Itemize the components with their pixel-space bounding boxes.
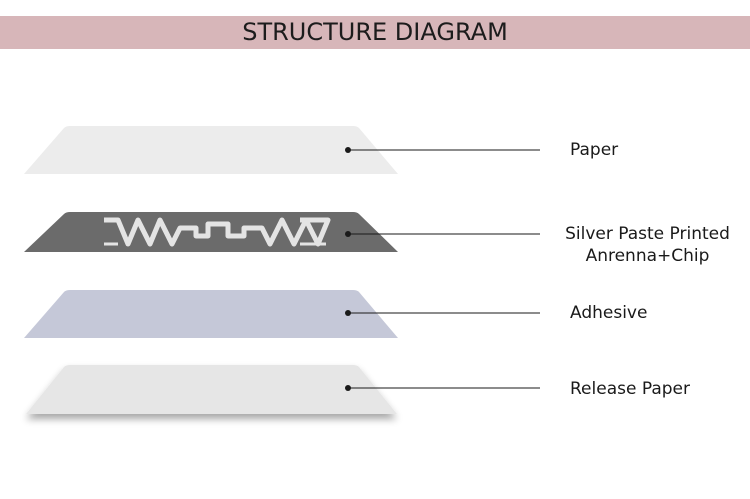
- adhesive-layer: [24, 290, 398, 338]
- diagram-title: STRUCTURE DIAGRAM: [242, 18, 508, 46]
- label-release-paper-text: Release Paper: [570, 379, 690, 399]
- chip-icon: [206, 221, 218, 227]
- label-antenna-line2: Anrenna+Chip: [585, 246, 710, 266]
- label-antenna: Silver Paste Printed Anrenna+Chip: [565, 223, 730, 267]
- release-paper-layer: [26, 365, 397, 414]
- leader-adhesive: [345, 310, 540, 316]
- label-adhesive-text: Adhesive: [570, 303, 648, 323]
- leader-antenna: [345, 231, 540, 237]
- label-adhesive: Adhesive: [570, 302, 647, 324]
- title-banner: STRUCTURE DIAGRAM: [0, 16, 750, 49]
- leader-paper: [345, 147, 540, 153]
- paper-layer: [24, 126, 398, 174]
- leader-release-paper: [345, 385, 540, 391]
- label-paper-text: Paper: [570, 140, 619, 160]
- label-release-paper: Release Paper: [570, 378, 690, 400]
- label-antenna-line1: Silver Paste Printed: [565, 224, 730, 244]
- antenna-layer: [24, 212, 398, 252]
- label-paper: Paper: [570, 139, 618, 161]
